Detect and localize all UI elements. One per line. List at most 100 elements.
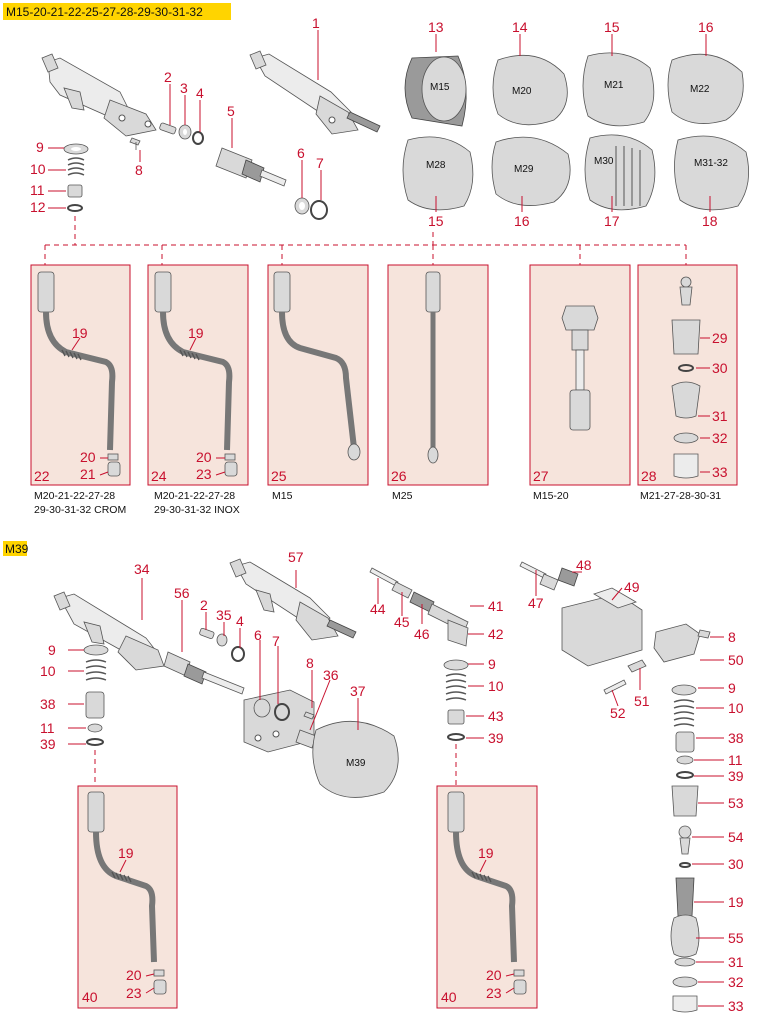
svg-text:2: 2 <box>164 69 172 85</box>
screw-2-m39 <box>199 627 215 639</box>
svg-text:51: 51 <box>634 693 650 709</box>
svg-text:47: 47 <box>528 595 544 611</box>
svg-text:31: 31 <box>728 954 744 970</box>
svg-text:29-30-31-32 INOX: 29-30-31-32 INOX <box>154 504 240 516</box>
svg-text:20: 20 <box>126 967 142 983</box>
svg-text:15: 15 <box>604 19 620 35</box>
svg-text:55: 55 <box>728 930 744 946</box>
svg-text:4: 4 <box>196 85 204 101</box>
svg-text:12: 12 <box>30 199 46 215</box>
svg-text:38: 38 <box>40 696 56 712</box>
svg-text:36: 36 <box>323 667 339 683</box>
oring-4-m39 <box>231 646 245 662</box>
svg-text:56: 56 <box>174 585 190 601</box>
svg-text:14: 14 <box>512 19 528 35</box>
part-numbers-section1: 1 2 3 4 5 6 7 8 9 10 11 12 <box>30 15 324 215</box>
svg-text:50: 50 <box>728 652 744 668</box>
svg-text:27: 27 <box>533 468 549 484</box>
svg-text:32: 32 <box>712 430 728 446</box>
part-numbers-mid-m39: 44 45 46 41 42 9 10 43 39 <box>370 598 504 746</box>
svg-text:10: 10 <box>728 700 744 716</box>
svg-text:43: 43 <box>488 708 504 724</box>
svg-text:3: 3 <box>180 80 188 96</box>
knob-m29: M29 <box>491 136 571 206</box>
svg-text:19: 19 <box>118 845 134 861</box>
svg-text:19: 19 <box>72 325 88 341</box>
svg-text:18: 18 <box>702 213 718 229</box>
svg-text:23: 23 <box>196 466 212 482</box>
knob-m28: M28 <box>402 136 474 211</box>
part-numbers-left-m39: 34 56 2 35 4 6 7 8 36 37 57 9 10 38 11 3… <box>40 549 366 752</box>
circlip-7 <box>310 200 328 220</box>
svg-text:11: 11 <box>30 182 45 198</box>
svg-text:44: 44 <box>370 601 386 617</box>
svg-text:31: 31 <box>712 408 728 424</box>
tap-body-34 <box>53 591 165 671</box>
svg-text:15: 15 <box>428 213 444 229</box>
svg-text:22: 22 <box>34 468 50 484</box>
svg-text:26: 26 <box>391 468 407 484</box>
svg-text:48: 48 <box>576 557 592 573</box>
svg-text:32: 32 <box>728 974 744 990</box>
svg-text:24: 24 <box>151 468 167 484</box>
svg-text:M15: M15 <box>430 82 450 93</box>
svg-text:19: 19 <box>188 325 204 341</box>
knob-m31-32: M31-32 <box>674 135 750 211</box>
svg-text:39: 39 <box>488 730 504 746</box>
svg-text:57: 57 <box>288 549 304 565</box>
section1-title: M15-20-21-22-25-27-28-29-30-31-32 <box>6 5 203 19</box>
section2-title-highlight <box>3 541 27 556</box>
screw-8 <box>129 137 141 150</box>
svg-text:5: 5 <box>227 103 235 119</box>
svg-text:46: 46 <box>414 626 430 642</box>
knob-m15: M15 <box>404 55 467 127</box>
svg-text:52: 52 <box>610 705 626 721</box>
svg-text:28: 28 <box>641 468 657 484</box>
svg-text:23: 23 <box>486 985 502 1001</box>
svg-text:M28: M28 <box>426 160 446 171</box>
svg-text:53: 53 <box>728 795 744 811</box>
panel-26: 26 <box>387 264 489 486</box>
screw-8-m39 <box>303 711 315 720</box>
svg-text:10: 10 <box>488 678 504 694</box>
svg-text:17: 17 <box>604 213 620 229</box>
svg-text:16: 16 <box>514 213 530 229</box>
svg-text:10: 10 <box>40 663 56 679</box>
washer-35 <box>216 633 228 647</box>
svg-text:M15: M15 <box>272 490 293 502</box>
knob-m20: M20 <box>492 54 568 126</box>
svg-text:M25: M25 <box>392 490 413 502</box>
leader-lines-left-m39 <box>68 570 359 745</box>
svg-text:1: 1 <box>312 15 320 31</box>
svg-text:10: 10 <box>30 161 46 177</box>
svg-text:6: 6 <box>297 145 305 161</box>
svg-text:45: 45 <box>394 614 410 630</box>
adapter-36 <box>295 729 317 749</box>
part-numbers-right-m39: 47 48 49 8 50 51 52 9 10 38 11 39 53 54 … <box>528 557 744 1014</box>
svg-text:M20: M20 <box>512 86 532 97</box>
svg-text:M20-21-22-27-28: M20-21-22-27-28 <box>154 490 235 502</box>
svg-text:34: 34 <box>134 561 150 577</box>
svg-text:M21: M21 <box>604 80 624 91</box>
screw-2 <box>159 122 177 135</box>
svg-text:9: 9 <box>488 656 496 672</box>
right-assembly-m39 <box>519 561 711 1013</box>
knob-m22: M22 <box>667 53 744 124</box>
svg-text:16: 16 <box>698 19 714 35</box>
svg-text:20: 20 <box>486 967 502 983</box>
leader-lines-right-m39 <box>535 570 724 1007</box>
knob-m39: M39 <box>312 720 399 798</box>
oring-4 <box>192 131 204 145</box>
svg-text:4: 4 <box>236 613 244 629</box>
knob-grid: M15 M20 M21 M22 M28 M29 M30 M31- <box>402 52 750 211</box>
svg-text:29: 29 <box>712 330 728 346</box>
svg-text:M15-20: M15-20 <box>533 490 569 502</box>
svg-text:7: 7 <box>316 155 324 171</box>
panel-40-left: 19 20 23 40 <box>77 785 178 1009</box>
svg-text:21: 21 <box>80 466 96 482</box>
svg-text:6: 6 <box>254 627 262 643</box>
washer-3 <box>178 124 192 140</box>
svg-text:M30: M30 <box>594 156 614 167</box>
knob-m30: M30 <box>584 134 656 211</box>
